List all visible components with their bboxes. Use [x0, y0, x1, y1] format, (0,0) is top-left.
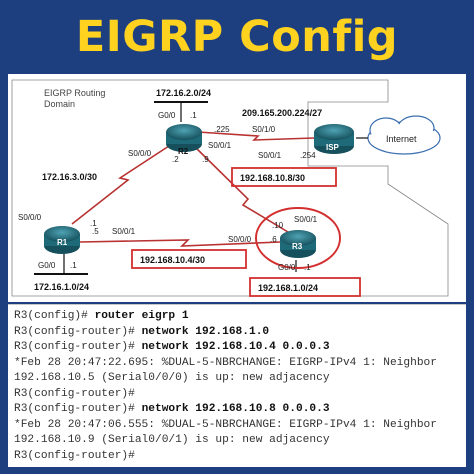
net-r3-lan: 192.168.1.0/24 [258, 283, 318, 293]
r3-highlight-circle [255, 207, 341, 269]
if-r3-g0: G0/0 [278, 263, 296, 272]
router-r2: R2 [166, 124, 202, 156]
if-r1-g0-ip: .1 [70, 261, 77, 270]
if-r2-s001b-ip: .9 [202, 155, 209, 164]
domain-label-line1: EIGRP Routing [44, 88, 105, 98]
if-r3-s000: S0/0/0 [228, 235, 252, 244]
if-isp-ip: .254 [300, 151, 316, 160]
cli-line-6: R3(config-router)# [14, 387, 135, 400]
if-r1-s000-ip: .1 [90, 219, 97, 228]
if-r1-s000: S0/0/0 [18, 213, 42, 222]
net-r1-lan: 172.16.1.0/24 [34, 282, 89, 292]
net-r1-r3: 192.168.10.4/30 [140, 255, 205, 265]
if-r2-s001b: S0/0/1 [258, 151, 282, 160]
cli-line-2: R3(config-router)# network 192.168.1.0 [14, 325, 270, 338]
net-r2-r3: 192.168.10.8/30 [240, 173, 305, 183]
if-r3-s000-ip: .6 [270, 235, 277, 244]
routing-domain-boundary [11, 79, 449, 297]
cli-line-10: R3(config-router)# [14, 449, 135, 462]
if-r2-g0-ip: .1 [190, 111, 197, 120]
net-r2-isp: 209.165.200.224/27 [242, 108, 322, 118]
if-r3-s001-ip: .10 [272, 221, 284, 230]
router-r1-label: R1 [57, 238, 68, 247]
if-r2-s001: S0/0/1 [208, 141, 232, 150]
if-r3-g0-ip: .1 [304, 263, 311, 272]
if-r1-s001-ip: .5 [92, 227, 99, 236]
if-r1-s001: S0/0/1 [112, 227, 136, 236]
net-r1-r2: 172.16.3.0/30 [42, 172, 97, 182]
cli-line-9: 192.168.10.9 (Serial0/0/1) is up: new ad… [14, 434, 330, 446]
link-r1-r3 [79, 239, 281, 247]
if-r2-s001-ip: .225 [214, 125, 230, 134]
cli-line-4: *Feb 28 20:47:22.695: %DUAL-5-NBRCHANGE:… [14, 356, 437, 369]
topology-diagram: EIGRP Routing Domain [8, 74, 466, 302]
cli-line-3: R3(config-router)# network 192.168.10.4 … [14, 341, 330, 353]
r2-r3-network-box [231, 167, 337, 187]
router-r3: R3 [280, 230, 316, 258]
link-r1-r2 [71, 143, 173, 225]
r3-lan-network-box [249, 277, 361, 297]
topology-svg: EIGRP Routing Domain [11, 79, 449, 297]
cli-line-7: R3(config-router)# network 192.168.10.8 … [14, 403, 330, 415]
internet-label: Internet [386, 134, 417, 144]
router-r3-label: R3 [292, 242, 303, 251]
if-r3-s001: S0/0/1 [294, 215, 318, 224]
if-r2-s000-ip: .2 [172, 155, 179, 164]
if-isp-s010: S0/1/0 [252, 125, 276, 134]
router-r2-label: R2 [178, 147, 189, 156]
if-r2-s000: S0/0/0 [128, 149, 152, 158]
net-r2-lan: 172.16.2.0/24 [156, 88, 211, 98]
domain-label-line2: Domain [44, 99, 75, 109]
router-isp: ISP [314, 124, 354, 154]
cli-console: R3(config)# router eigrp 1 R3(config-rou… [8, 304, 466, 467]
link-r2-isp [197, 131, 315, 141]
cli-line-1: R3(config)# router eigrp 1 [14, 310, 189, 322]
cli-line-5: 192.168.10.5 (Serial0/0/0) is up: new ad… [14, 372, 330, 384]
router-r1: R1 [44, 226, 80, 254]
if-r2-g0: G0/0 [158, 111, 176, 120]
r1-r3-network-box [131, 249, 247, 269]
page-title: EIGRP Config [75, 12, 399, 62]
cli-line-8: *Feb 28 20:47:06.555: %DUAL-5-NBRCHANGE:… [14, 418, 437, 431]
internet-cloud: Internet [367, 115, 441, 155]
router-isp-label: ISP [326, 143, 340, 152]
if-r1-g0: G0/0 [38, 261, 56, 270]
